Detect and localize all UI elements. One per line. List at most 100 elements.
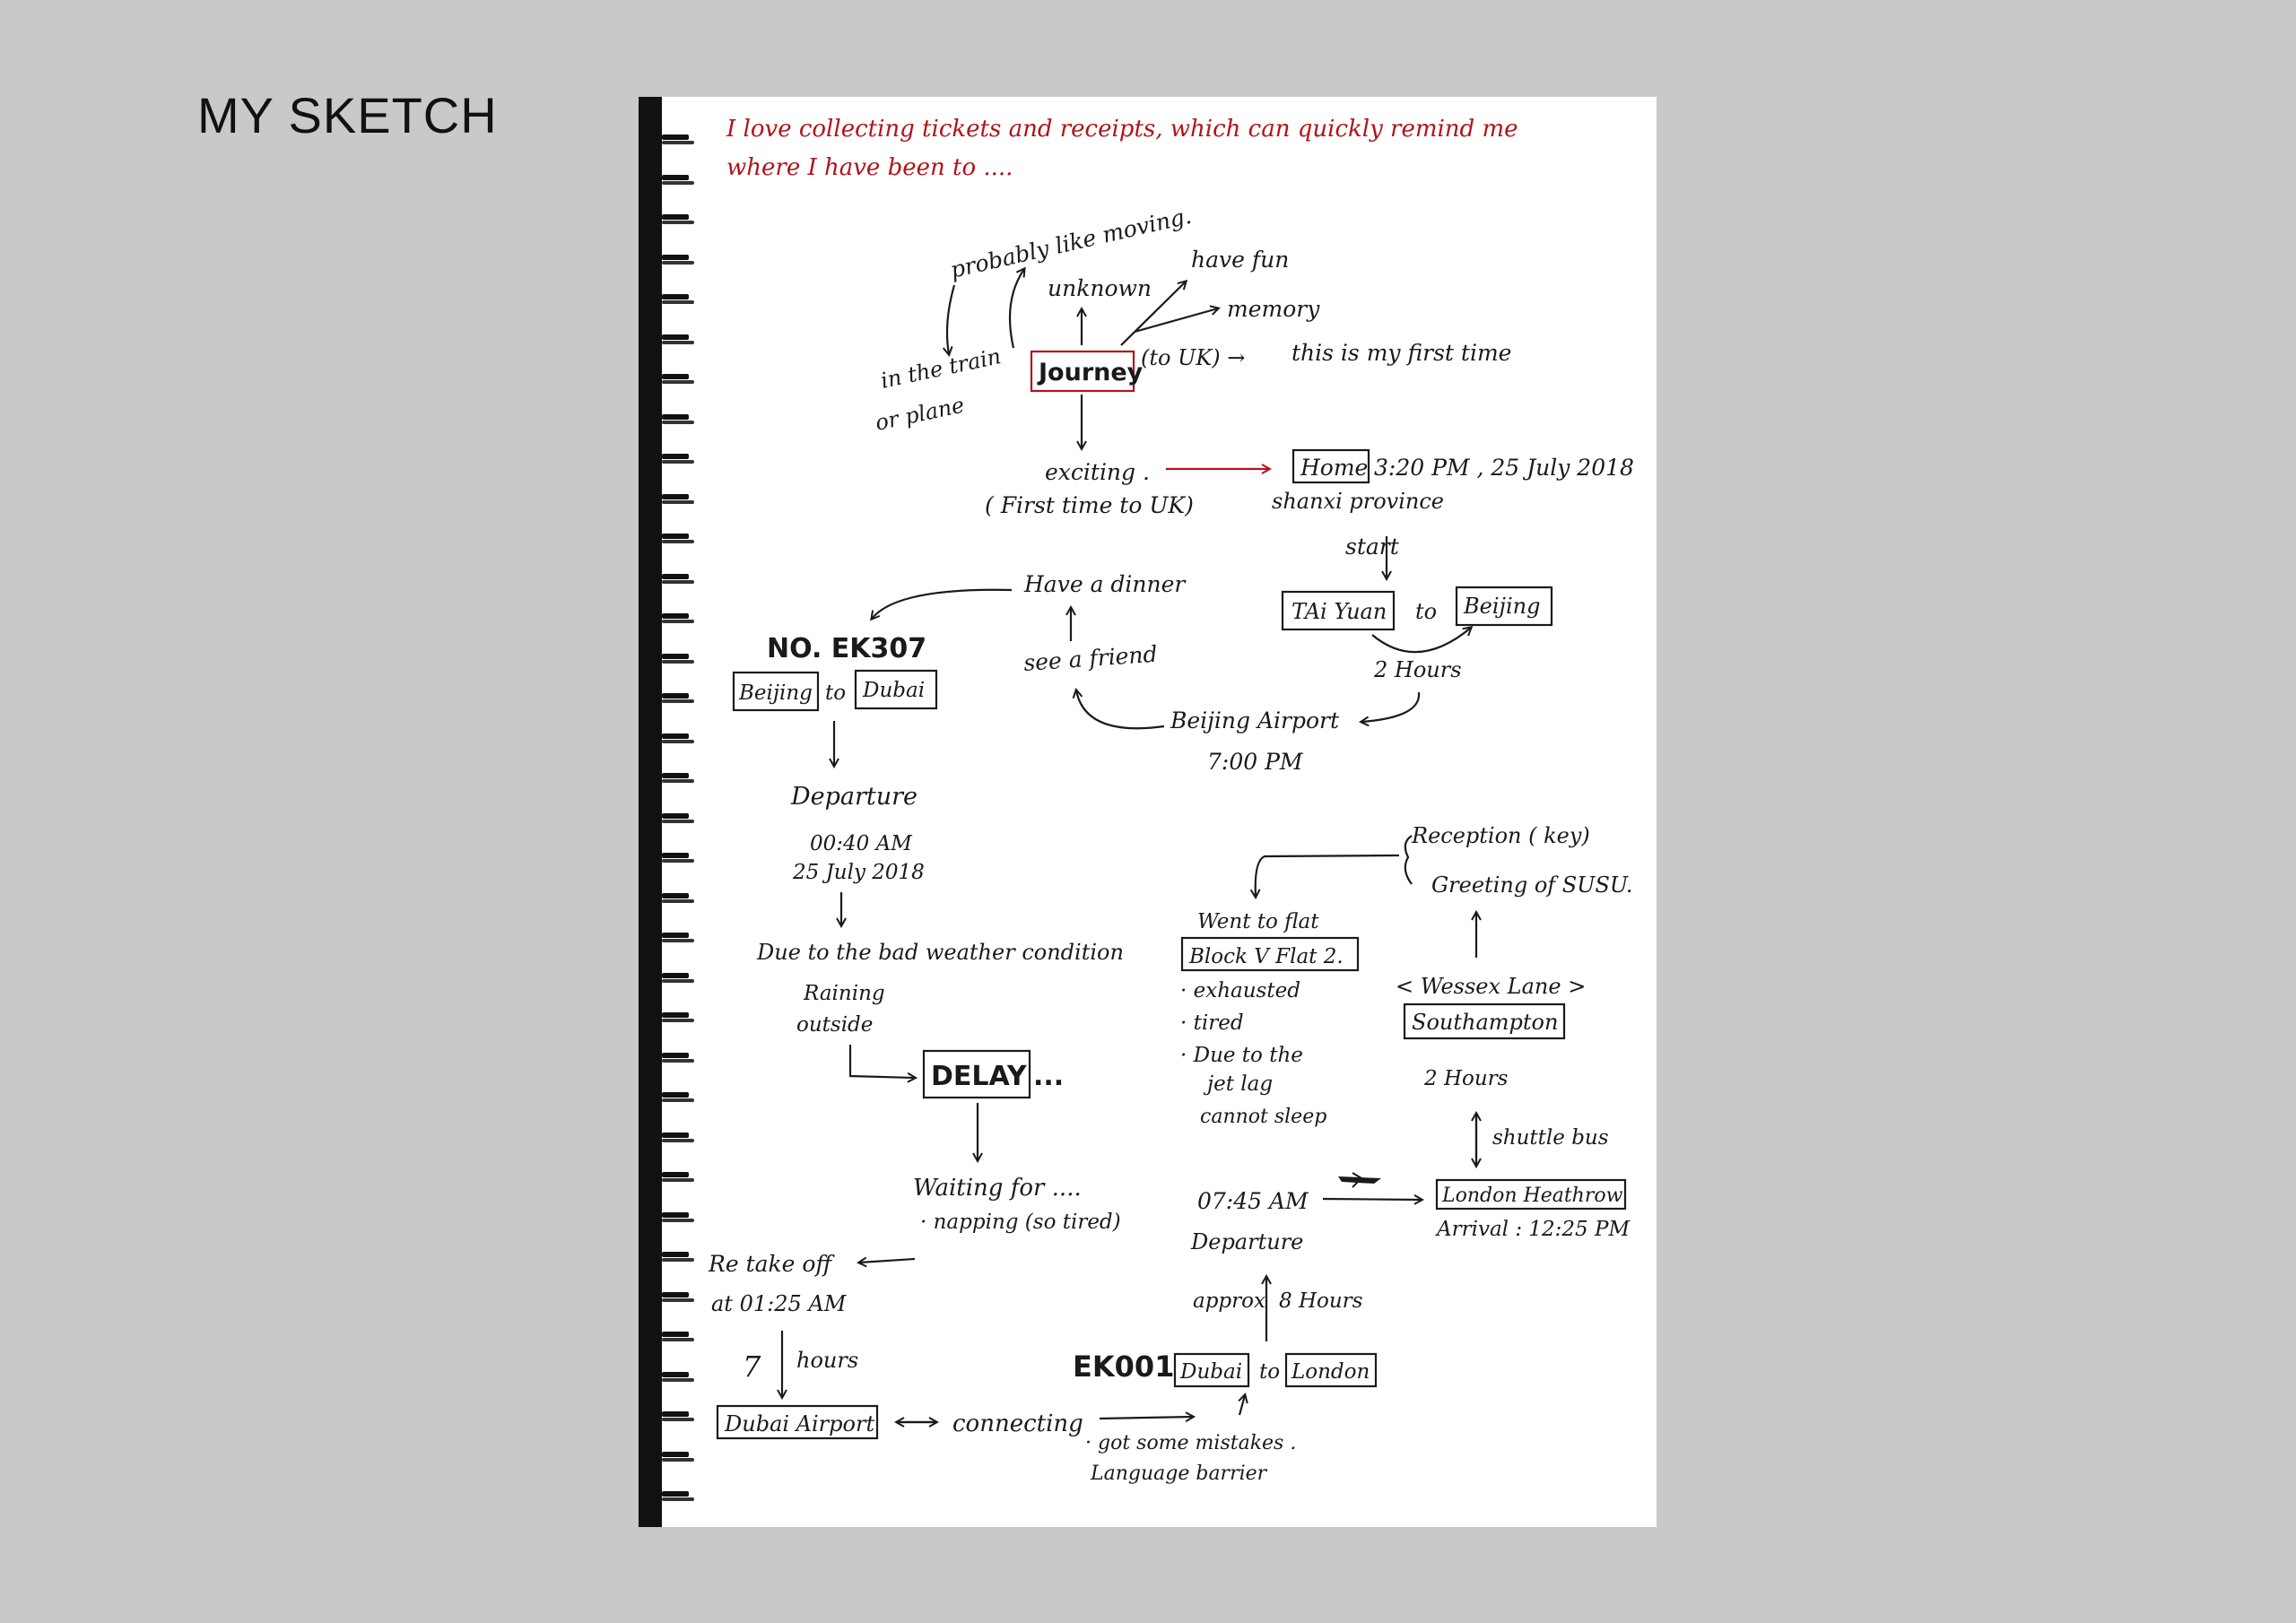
label-napping: · napping (so tired) [920,1211,1121,1234]
label-hours: hours [796,1348,858,1373]
binding-ring [662,1211,696,1223]
binding-ring [662,853,696,864]
label-first-time-uk: ( First time to UK) [985,492,1194,518]
arrow-to-beijing-airport [1361,691,1421,722]
page-title: MY SKETCH [197,87,498,143]
flight-beijing-box [732,671,820,712]
label-approx: approx [1193,1289,1265,1313]
binding-ring [662,1252,696,1263]
binding-ring [662,733,696,744]
label-have-dinner: Have a dinner [1023,571,1187,597]
arrow-taiyuan-to-beijing [1371,628,1471,654]
label-ek-london: London [1291,1360,1370,1384]
label-dep-date: 25 July 2018 [792,861,925,884]
arrow-to-retake [859,1259,916,1263]
intro-line-1: I love collecting tickets and receipts, … [726,116,1518,143]
binding-ring [662,613,696,624]
binding-ring [662,1451,696,1462]
binding-ring [662,1012,696,1023]
arrow-to-probably [1008,269,1024,349]
label-flight-dubai: Dubai [862,679,925,702]
label-wessex: < Wessex Lane > [1396,974,1586,999]
label-outside: outside [796,1013,873,1037]
heathrow-box [1435,1178,1627,1211]
plane-wing-icon [1352,1172,1363,1188]
binding-ring [662,1052,696,1063]
label-to-uk: (to UK) → [1141,345,1245,370]
label-raining: Raining [803,982,885,1005]
label-dep2-time: 07:45 AM [1197,1188,1309,1214]
label-in-the-train: in the train [878,343,1003,394]
label-home: Home [1300,455,1368,481]
binding-ring [662,573,696,585]
intro-line-2: where I have been to .... [726,154,1013,181]
label-mistakes: · got some mistakes . [1085,1432,1296,1454]
label-departure: Departure [790,783,918,811]
arrow-to-flat [1256,854,1400,897]
label-have-fun: have fun [1191,247,1289,273]
arrow-connecting-to-ek001 [1099,1417,1193,1419]
southampton-box [1403,1002,1566,1040]
flight-dubai-box [854,669,938,710]
label-jet-lag: jet lag [1203,1072,1273,1096]
binding-ring [662,892,696,904]
label-departure-2: Departure [1190,1229,1303,1254]
label-arrival: Arrival : 12:25 PM [1435,1218,1631,1241]
binding-ring [662,534,696,544]
label-exciting: exciting . [1045,459,1150,485]
delay-box [922,1049,1031,1099]
label-first-time: this is my first time [1292,340,1511,366]
label-weather: Due to the bad weather condition [756,940,1124,965]
label-retake: Re take off [708,1251,835,1277]
label-due-to: · Due to the [1180,1044,1303,1067]
label-eight-hours: 8 Hours [1279,1289,1363,1313]
label-ek001: EK001 [1073,1350,1174,1384]
binding-ring [662,254,696,265]
binding-ring [662,693,696,704]
label-flight-beijing: Beijing [738,681,813,705]
binding-ring [662,933,696,943]
label-taiyuan: TAi Yuan [1292,599,1387,624]
label-language: Language barrier [1090,1462,1268,1485]
block-box [1180,936,1360,972]
label-block: Block V Flat 2. [1188,945,1344,968]
binding-ring [662,972,696,984]
binding-ring [662,1332,696,1342]
label-retake-time: at 01:25 AM [711,1291,848,1316]
label-or-plane: or plane [873,393,966,436]
label-shanxi: shanxi province [1272,489,1444,514]
journey-box [1030,350,1135,393]
label-beijing-airport: Beijing Airport [1170,707,1340,733]
label-flight-no: NO. EK307 [767,633,926,664]
label-waiting: Waiting for .... [913,1175,1082,1202]
label-to-2: to [825,681,846,705]
label-two-hours-b: 2 Hours [1423,1067,1509,1090]
label-reception: Reception ( key) [1411,823,1590,848]
label-connecting: connecting [952,1410,1083,1437]
label-exhausted: · exhausted [1180,979,1300,1002]
binding-ring [662,812,696,824]
binding-ring [662,1132,696,1143]
binding-ring [662,413,696,425]
binding-ring [662,454,696,464]
label-to-3: to [1259,1360,1280,1384]
ek-dubai-box [1173,1352,1250,1388]
arrow-to-flight [872,588,1013,619]
label-delay-dots: ... [1033,1061,1064,1092]
label-tired: · tired [1180,1011,1244,1035]
label-journey: Journey [1037,359,1144,386]
ek-london-box [1284,1352,1378,1388]
binding-ring [662,135,696,145]
arrow-to-friend [1076,690,1165,730]
label-unknown: unknown [1048,275,1152,301]
binding-ring [662,1491,696,1502]
label-to-1: to [1415,599,1437,624]
binding-ring [662,1371,696,1383]
arrow-to-memory [1134,308,1218,334]
label-delay: DELAY [931,1061,1028,1092]
label-dep-time: 00:40 AM [810,832,913,855]
label-heathrow: London Heathrow [1441,1185,1623,1207]
arrow-mistakes-to-ek001 [1239,1395,1245,1416]
home-box [1292,448,1370,484]
